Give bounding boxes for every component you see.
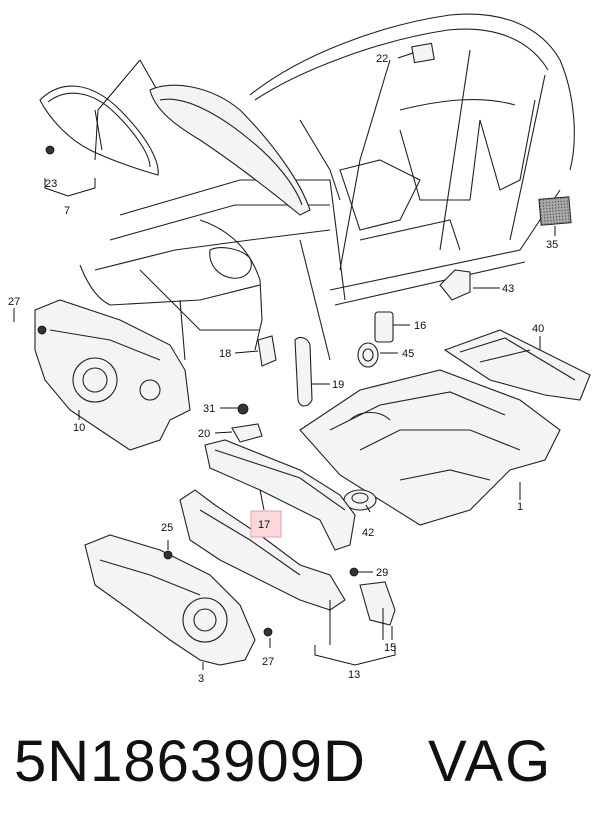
callout-35: 35 xyxy=(546,239,558,251)
part-35 xyxy=(538,196,572,226)
callout-10: 10 xyxy=(73,422,85,434)
callout-23: 23 xyxy=(45,178,57,190)
highlight-box-17 xyxy=(250,510,282,538)
part-42 xyxy=(343,489,377,511)
hood-seal-7 xyxy=(39,59,161,176)
callout-17: 17 xyxy=(258,519,270,531)
callout-3: 3 xyxy=(198,673,204,685)
callout-19: 19 xyxy=(332,379,344,391)
parts-diagram: 22 23 7 35 27 43 40 16 18 45 19 10 31 20… xyxy=(8,13,591,685)
callout-1: 1 xyxy=(517,501,523,513)
callout-18: 18 xyxy=(219,348,231,360)
part-43 xyxy=(439,269,471,301)
callout-16: 16 xyxy=(414,320,426,332)
part-19 xyxy=(294,336,313,407)
callout-43: 43 xyxy=(502,283,514,295)
dash-insulator-10 xyxy=(34,299,191,451)
bulkhead-13 xyxy=(179,489,346,611)
part-number: 5N1863909D xyxy=(14,729,366,794)
callout-13: 13 xyxy=(348,669,360,681)
callout-7: 7 xyxy=(64,205,70,217)
callout-29: 29 xyxy=(376,567,388,579)
leader-lines xyxy=(13,52,556,670)
callout-27-bottom: 27 xyxy=(262,656,274,668)
rear-mat-40 xyxy=(443,329,591,401)
callout-labels: 22 23 7 35 27 43 40 16 18 45 19 10 31 20… xyxy=(8,53,558,685)
callout-42: 42 xyxy=(362,527,374,539)
fastener-29 xyxy=(349,567,359,577)
callout-45: 45 xyxy=(402,348,414,360)
callout-25: 25 xyxy=(161,522,173,534)
callout-31: 31 xyxy=(203,403,215,415)
dash-insulator-3 xyxy=(84,534,273,666)
hood-panel xyxy=(149,84,311,216)
clip-20 xyxy=(231,423,263,443)
callout-40: 40 xyxy=(532,323,544,335)
callout-15: 15 xyxy=(384,642,396,654)
plenum-panel-17 xyxy=(204,439,356,551)
part-16 xyxy=(374,311,394,343)
car-body-shell xyxy=(79,13,575,361)
part-15 xyxy=(359,581,396,626)
fastener-31 xyxy=(237,403,249,415)
callout-27-top: 27 xyxy=(8,296,20,308)
part-45 xyxy=(357,342,379,368)
callout-22: 22 xyxy=(376,53,388,65)
part-18 xyxy=(257,335,277,367)
callout-20: 20 xyxy=(198,428,210,440)
part-22 xyxy=(411,42,435,64)
brand-label: VAG xyxy=(428,729,553,794)
